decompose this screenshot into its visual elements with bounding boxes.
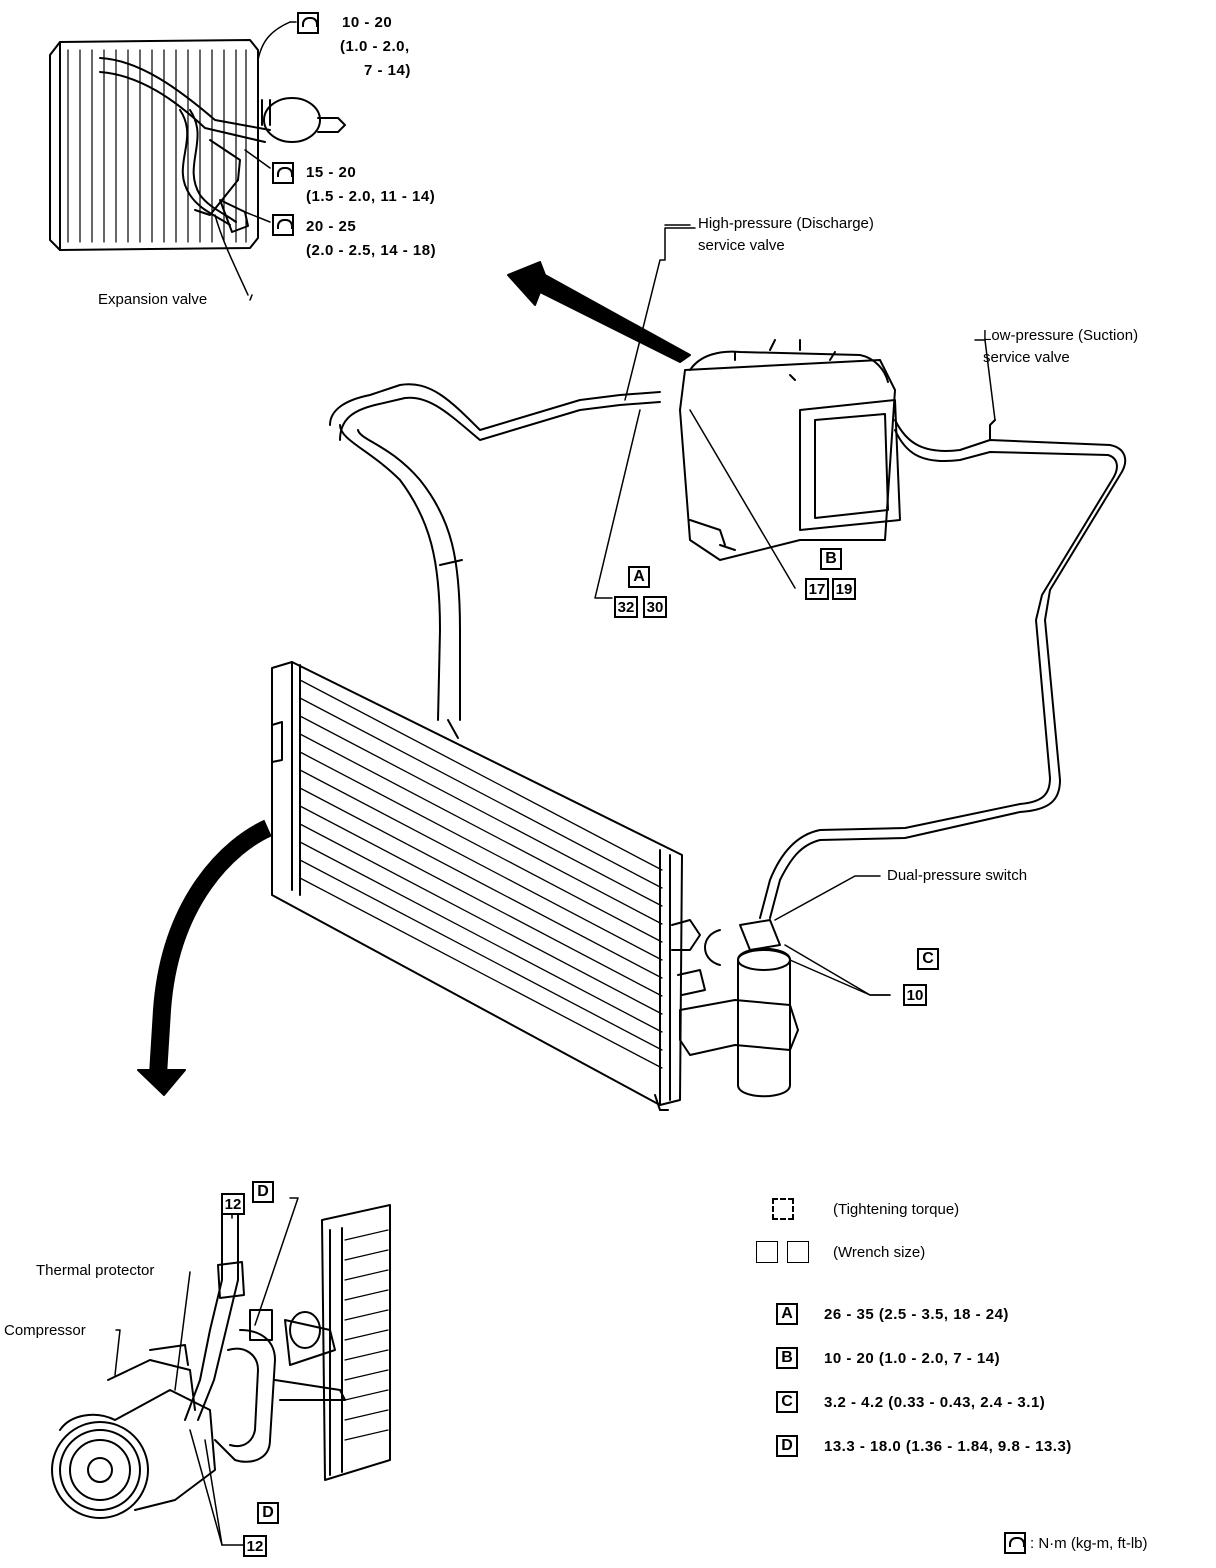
inset-torque-3-line2: (2.0 - 2.5, 14 - 18) (306, 242, 437, 259)
arrow-to-compressor (137, 819, 272, 1096)
wrench-size-legend-label: (Wrench size) (833, 1244, 926, 1261)
arrow-to-evaporator (507, 261, 691, 363)
compressor-label: Compressor (4, 1322, 86, 1339)
callout-d-letter-top: D (252, 1181, 274, 1203)
callout-a-wrench-2: 30 (643, 596, 667, 618)
inset-torque-2-line2: (1.5 - 2.0, 11 - 14) (306, 188, 436, 205)
callout-d-wrench-top: 12 (221, 1193, 245, 1215)
evaporator-housing-drawing (679, 339, 901, 561)
tightening-torque-legend-box (772, 1198, 794, 1220)
callout-b-wrench-2: 19 (832, 578, 856, 600)
callout-c-wrench: 10 (903, 984, 927, 1006)
low-pressure-valve-label-line2: service valve (983, 349, 1070, 366)
inset-torque-1-line2: (1.0 - 2.0, (340, 38, 410, 55)
wrench-size-legend-box-2 (787, 1241, 809, 1263)
legend-key-a: A (776, 1303, 798, 1325)
evaporator-inset-drawing (49, 21, 346, 301)
condenser-drawing (271, 661, 706, 1111)
dual-pressure-switch-label: Dual-pressure switch (887, 867, 1028, 884)
callout-b-letter: B (820, 548, 842, 570)
legend-value-b: 10 - 20 (1.0 - 2.0, 7 - 14) (824, 1350, 1001, 1367)
low-pressure-valve-label-line1: Low-pressure (Suction) (983, 327, 1139, 344)
legend-value-d: 13.3 - 18.0 (1.36 - 1.84, 9.8 - 13.3) (824, 1438, 1072, 1455)
inset-torque-3-line1: 20 - 25 (306, 218, 357, 235)
torque-icon (1004, 1532, 1026, 1554)
receiver-drier-drawing (679, 919, 799, 1098)
callout-c-letter: C (917, 948, 939, 970)
inset-torque-2-line1: 15 - 20 (306, 164, 357, 181)
torque-icon (272, 162, 294, 184)
callout-a-letter: A (628, 566, 650, 588)
callout-b-wrench-1: 17 (805, 578, 829, 600)
tightening-torque-legend-label: (Tightening torque) (833, 1201, 960, 1218)
torque-icon (272, 214, 294, 236)
legend-key-b: B (776, 1347, 798, 1369)
legend-value-c: 3.2 - 4.2 (0.33 - 0.43, 2.4 - 3.1) (824, 1394, 1046, 1411)
inset-torque-1-line1: 10 - 20 (342, 14, 393, 31)
high-pressure-valve-label-line1: High-pressure (Discharge) (698, 215, 874, 232)
high-pressure-valve-label-line2: service valve (698, 237, 785, 254)
callout-d-wrench-bottom: 12 (243, 1535, 267, 1557)
compressor-inset-drawing (51, 1204, 391, 1519)
wrench-size-legend-box-1 (756, 1241, 778, 1263)
torque-icon (297, 12, 319, 34)
refrigerant-lines (329, 383, 1127, 919)
torque-units-label: : N·m (kg-m, ft-lb) (1030, 1535, 1148, 1552)
callout-a-wrench-1: 32 (614, 596, 638, 618)
legend-key-d: D (776, 1435, 798, 1457)
thermal-protector-label: Thermal protector (36, 1262, 155, 1279)
legend-value-a: 26 - 35 (2.5 - 3.5, 18 - 24) (824, 1306, 1009, 1323)
legend-key-c: C (776, 1391, 798, 1413)
expansion-valve-label: Expansion valve (98, 291, 208, 308)
inset-torque-1-line3: 7 - 14) (364, 62, 411, 79)
callout-d-letter-bottom: D (257, 1502, 279, 1524)
